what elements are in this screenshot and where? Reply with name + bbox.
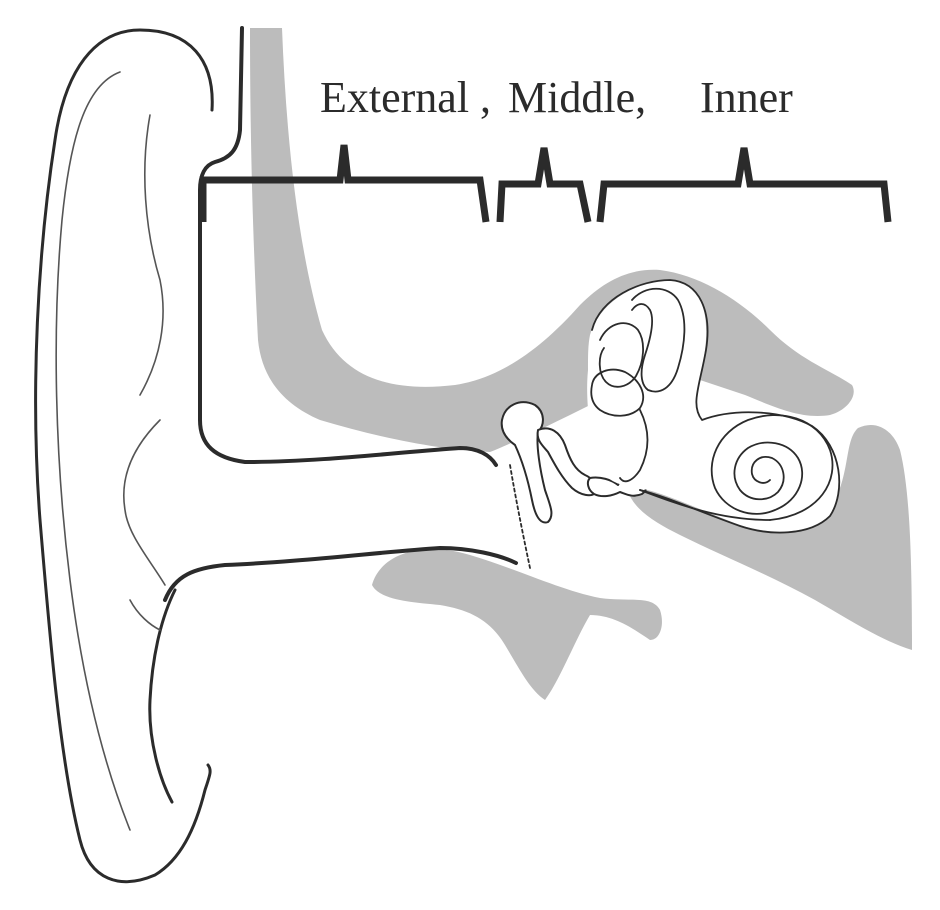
antitragus-line <box>129 599 161 631</box>
concha-line <box>122 419 166 586</box>
external-brace <box>199 144 490 223</box>
ear-canal <box>163 26 531 602</box>
canal-upper-wall <box>198 26 498 467</box>
middle-brace <box>496 147 592 223</box>
canal-lower-wall <box>163 546 518 602</box>
antihelix-line <box>139 114 164 396</box>
cochlea-spiral <box>710 414 834 521</box>
ossicles <box>500 401 649 524</box>
cochlear-duct <box>639 489 771 521</box>
superior-canal <box>631 287 686 393</box>
label-external: External , <box>320 73 491 122</box>
region-braces <box>199 144 892 223</box>
lower-bone-fragment <box>372 549 662 700</box>
label-inner: Inner <box>700 73 793 122</box>
pinna-outer-contour <box>34 28 214 884</box>
vestibule <box>619 409 649 483</box>
pinna <box>34 28 214 884</box>
inner-bone-mass <box>625 424 912 650</box>
inner-brace <box>596 147 892 223</box>
region-labels: External , Middle, Inner <box>320 73 793 122</box>
eardrum <box>509 464 531 569</box>
temporal-bone-region <box>250 28 912 700</box>
pinna-lower-lobe <box>148 588 177 804</box>
helix-inner-line <box>55 71 131 831</box>
labyrinth-cavity <box>587 280 839 532</box>
label-middle: Middle, <box>508 73 646 122</box>
labyrinth-outline <box>591 279 841 534</box>
inner-ear-labyrinth <box>587 279 841 534</box>
lateral-canal <box>590 368 645 417</box>
malleus <box>500 401 553 524</box>
